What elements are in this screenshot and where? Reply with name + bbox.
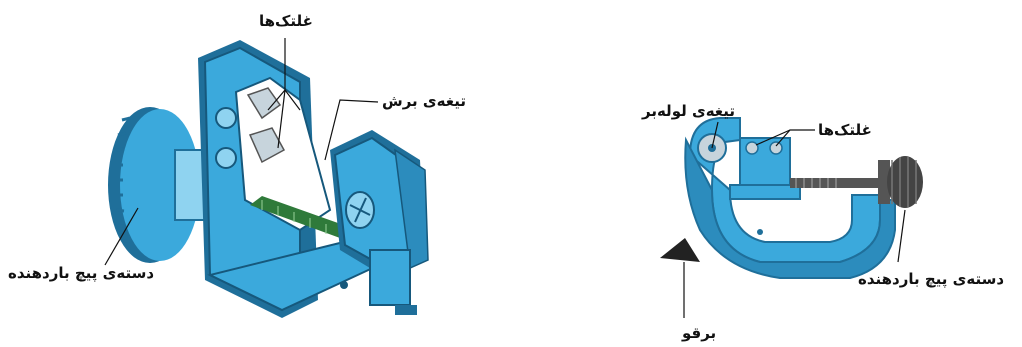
cutter-body-left bbox=[198, 40, 392, 318]
label-rollers-right: غلتک‌ها bbox=[818, 121, 872, 139]
feed-screw-knob-left bbox=[108, 107, 216, 263]
feed-screw-knob-right bbox=[878, 156, 923, 208]
pipe-cutter-frame bbox=[684, 117, 896, 279]
label-cutting-blade: تیغه‌ی برش bbox=[382, 92, 466, 110]
reamer-blade bbox=[660, 238, 700, 262]
label-rollers-left: غلتک‌ها bbox=[259, 12, 313, 30]
label-reamer: برقو bbox=[682, 324, 717, 342]
pipe-cutter bbox=[660, 117, 923, 318]
mini-tube-cutter bbox=[104, 38, 429, 318]
label-feed-screw-knob-left: دسته‌ی پیچ باردهنده bbox=[8, 264, 155, 282]
label-pipe-cutter-blade: تیغه‌ی لوله‌بر bbox=[642, 102, 736, 120]
cutting-wheel-housing bbox=[330, 130, 429, 315]
label-feed-screw-knob-right: دسته‌ی پیچ باردهنده bbox=[858, 270, 1005, 288]
leader-lines-right bbox=[683, 121, 906, 318]
leader-lines-left bbox=[104, 38, 379, 266]
